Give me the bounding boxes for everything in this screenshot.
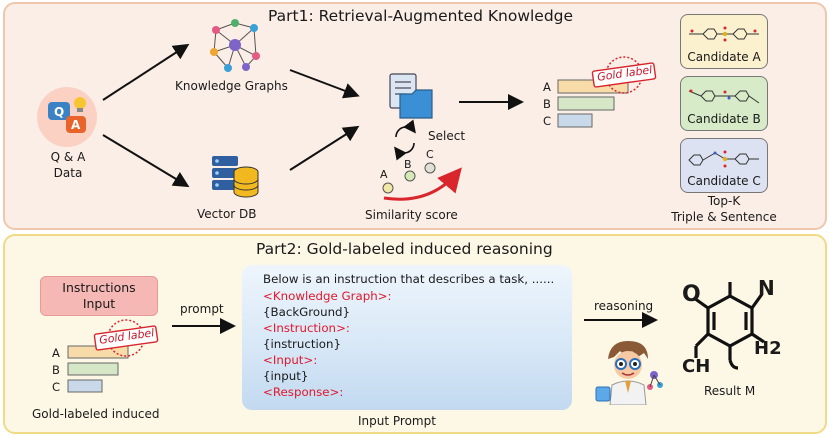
instructions-label-2: Input [82,296,116,311]
knowledge-graph-label: Knowledge Graphs [175,79,288,93]
gold-induced-label: Gold-labeled induced [32,407,160,421]
prompt-arrow-label: prompt [180,302,224,316]
prompt-line-response-tag: <Response>: [263,385,344,399]
molecule-label-ch: CH [682,356,711,377]
candidate-a-structure [689,26,759,42]
candidate-b-card: Candidate B [680,76,768,131]
part2-title: Part2: Gold-labeled induced reasoning [256,240,553,258]
select-label: Select [428,129,466,143]
sim-letter-c: C [426,148,434,161]
documents-folder-icon [386,72,436,122]
prompt-line-instruction: {instruction} [263,337,341,351]
vector-db-label: Vector DB [197,207,257,221]
instructions-label-1: Instructions [62,280,136,295]
rank-letter-a: A [543,80,551,94]
similarity-balls [370,148,450,198]
prompt-line-intro: Below is an instruction that describes a… [263,272,555,286]
candidate-b-name: Candidate B [687,112,761,126]
gold-label-stamp: Gold label [590,55,658,95]
qa-label-1: Q & A [50,150,86,164]
candidate-c-structure [688,150,759,168]
candidate-b-structure [688,89,760,104]
prompt-line-instruction-tag: <Instruction>: [263,321,350,335]
qa-data-icon: Q A [36,86,98,148]
candidate-a-card: Candidate A [680,14,768,69]
result-label: Result M [704,384,756,398]
candidate-c-card: Candidate C [680,138,768,193]
arrow-qa-to-kg [102,43,190,101]
p2-letter-c: C [52,380,61,394]
molecule-label-o: O [682,282,701,307]
candidate-c-name: Candidate C [687,174,761,188]
p2-letter-b: B [52,363,60,377]
knowledge-graph-icon [208,18,262,72]
sim-letter-a: A [380,168,388,181]
p2-letter-a: A [52,346,60,360]
input-prompt-box: Below is an instruction that describes a… [242,265,572,410]
topk-label-1: Top-K [707,194,741,208]
scientist-icon [592,335,664,406]
prompt-line-input: {input} [263,369,309,383]
svg-text:Q: Q [54,105,64,119]
vector-db-icon [210,154,260,200]
sim-letter-b: B [404,158,412,171]
similarity-label: Similarity score [365,208,458,222]
arrow-vdb-to-select [289,125,360,171]
molecule-label-n: N [758,276,775,300]
prompt-line-background: {BackGround} [263,305,351,319]
arrow-qa-to-vdb [102,134,190,188]
topk-label-2: Triple & Sentence [671,210,777,224]
rank-letter-b: B [543,97,551,111]
gold-label-stamp-part2: Gold label [92,318,160,358]
svg-text:A: A [71,118,81,132]
reasoning-label: reasoning [594,299,654,313]
result-molecule: O N H2 CH [672,272,782,380]
candidate-a-name: Candidate A [687,50,761,64]
arrow-kg-to-select [289,69,360,99]
similarity-curve-arrow [383,167,462,201]
molecule-label-h2: H2 [754,338,782,359]
rank-bars-part2 [66,344,136,396]
part1-title: Part1: Retrieval-Augmented Knowledge [268,7,574,25]
instructions-input-box: Instructions Input [40,276,158,316]
rank-letter-c: C [543,114,552,128]
prompt-line-input-tag: <Input>: [263,353,318,367]
input-prompt-caption: Input Prompt [358,414,436,428]
qa-label-2: Data [53,166,83,180]
prompt-line-kg-tag: <Knowledge Graph>: [263,289,392,303]
